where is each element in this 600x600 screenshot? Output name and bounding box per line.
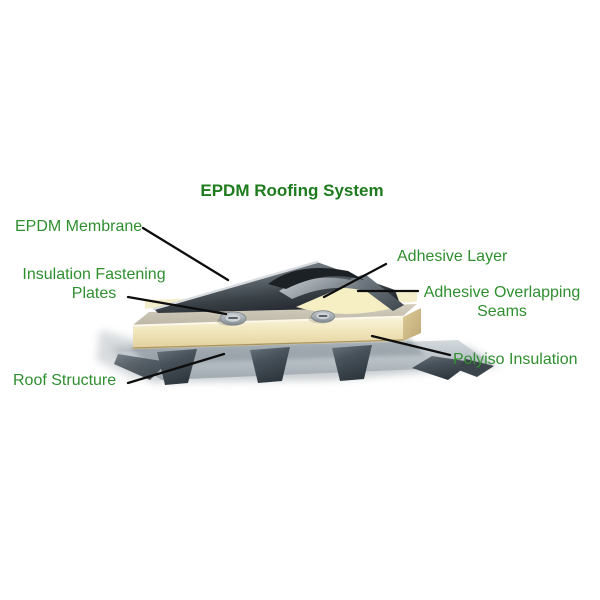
membrane-edge-highlight <box>152 260 319 311</box>
leader-fastening-plates <box>126 295 228 316</box>
label-epdm-membrane: EPDM Membrane <box>15 218 143 235</box>
label-polyiso-insulation: Polyiso Insulation <box>453 351 578 368</box>
roof-deck-rib <box>250 347 290 383</box>
diagram-title: EPDM Roofing System <box>200 181 384 200</box>
label-line: Plates <box>71 285 117 302</box>
roof-deck-right-flange <box>412 356 472 380</box>
label-roof-structure: Roof Structure <box>13 372 117 389</box>
leader-adhesive-layer <box>322 262 388 299</box>
insulation-board-top-edge-highlight <box>132 315 404 327</box>
leader-roof-structure <box>126 352 226 385</box>
membrane-folded-flap <box>268 267 364 289</box>
insulation-fastening-plate <box>217 311 247 326</box>
leader-polyiso-insulation <box>370 334 452 357</box>
adhesive-overlapping-seam <box>350 274 404 311</box>
insulation-board-bottom-edge <box>132 339 404 349</box>
label-line: Seams <box>477 303 527 320</box>
roof-deck-rib <box>332 345 372 381</box>
label-adhesive-layer: Adhesive Layer <box>397 248 508 265</box>
roof-deck-left-flange <box>114 354 168 380</box>
insulation-board-side-face <box>403 308 421 341</box>
roof-deck-right-tip <box>456 359 494 377</box>
label-line: Adhesive Overlapping <box>423 284 581 301</box>
exposed-adhesive-layer <box>296 282 393 314</box>
label-line: Insulation Fastening <box>22 266 166 283</box>
insulation-fastening-plate <box>308 310 335 324</box>
membrane-flap-underside <box>279 277 368 299</box>
label-insulation-fastening-plates: Insulation Fastening Plates <box>18 265 170 303</box>
leader-epdm-membrane <box>141 226 230 282</box>
label-adhesive-overlapping-seams: Adhesive Overlapping Seams <box>422 283 582 321</box>
